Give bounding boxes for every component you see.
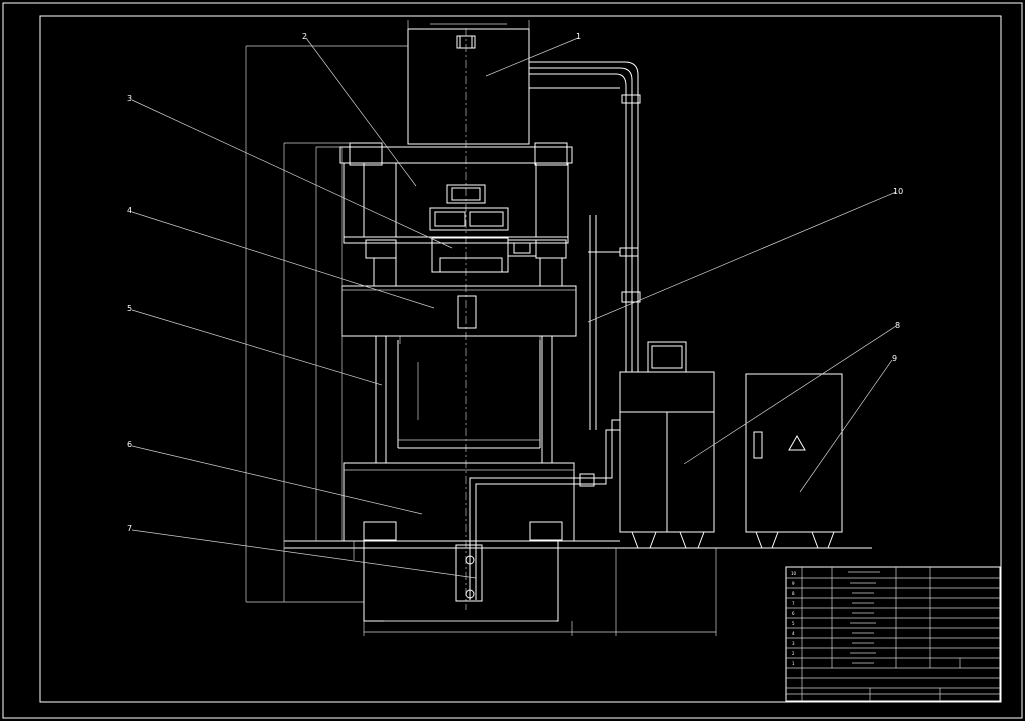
callout-3: 3 bbox=[127, 94, 132, 103]
callout-4: 4 bbox=[127, 206, 132, 215]
row-number: 5 bbox=[792, 621, 795, 626]
upper-beam bbox=[339, 142, 573, 238]
callout-2: 2 bbox=[302, 32, 307, 41]
row-number: 4 bbox=[792, 631, 795, 636]
row-number: 10 bbox=[791, 571, 797, 576]
inner-border bbox=[39, 15, 1002, 703]
title-block-row-numbers: 10 9 8 7 6 5 4 3 2 1 bbox=[791, 571, 797, 666]
columns bbox=[375, 336, 553, 463]
hydraulic-station bbox=[619, 341, 715, 549]
callout-10: 10 bbox=[893, 187, 903, 196]
dimensions bbox=[245, 45, 717, 636]
callout-1: 1 bbox=[576, 32, 581, 41]
row-number: 8 bbox=[792, 591, 795, 596]
hydraulic-pipes bbox=[465, 61, 641, 600]
row-number: 2 bbox=[792, 651, 795, 656]
callout-8: 8 bbox=[895, 321, 900, 330]
row-number: 9 bbox=[792, 581, 795, 586]
leader-lines bbox=[131, 37, 897, 579]
row-number: 6 bbox=[792, 611, 795, 616]
electrical-cabinet bbox=[745, 373, 843, 549]
base-frame bbox=[284, 462, 620, 622]
row-number: 7 bbox=[792, 601, 795, 606]
callout-7: 7 bbox=[127, 524, 132, 533]
moving-beam bbox=[341, 285, 577, 344]
callout-9: 9 bbox=[892, 354, 897, 363]
cylinder-housing bbox=[407, 20, 530, 145]
row-number: 3 bbox=[792, 641, 795, 646]
callout-6: 6 bbox=[127, 440, 132, 449]
slider-block bbox=[343, 236, 569, 287]
row-number: 1 bbox=[792, 661, 795, 666]
callout-5: 5 bbox=[127, 304, 132, 313]
title-block bbox=[785, 566, 1001, 702]
